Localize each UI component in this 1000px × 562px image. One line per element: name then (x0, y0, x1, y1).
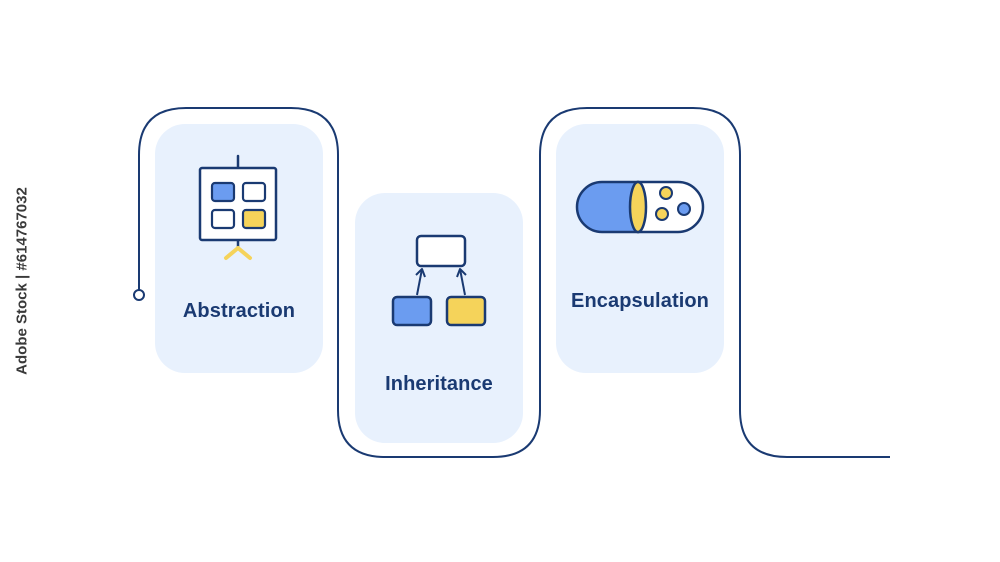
step-label-abstraction: Abstraction (182, 300, 296, 322)
card-encapsulation: Encapsulation (556, 124, 724, 373)
hierarchy-icon (391, 234, 487, 327)
start-dot (133, 289, 145, 301)
step-label-encapsulation: Encapsulation (571, 290, 709, 312)
card-abstraction: Abstraction (155, 124, 323, 373)
card-inheritance: Inheritance (355, 193, 523, 443)
capsule-icon (575, 180, 705, 234)
step-label-inheritance: Inheritance (385, 373, 493, 395)
presentation-board-icon (198, 154, 278, 260)
stock-watermark-text: Adobe Stock | #614767032 (13, 187, 31, 375)
